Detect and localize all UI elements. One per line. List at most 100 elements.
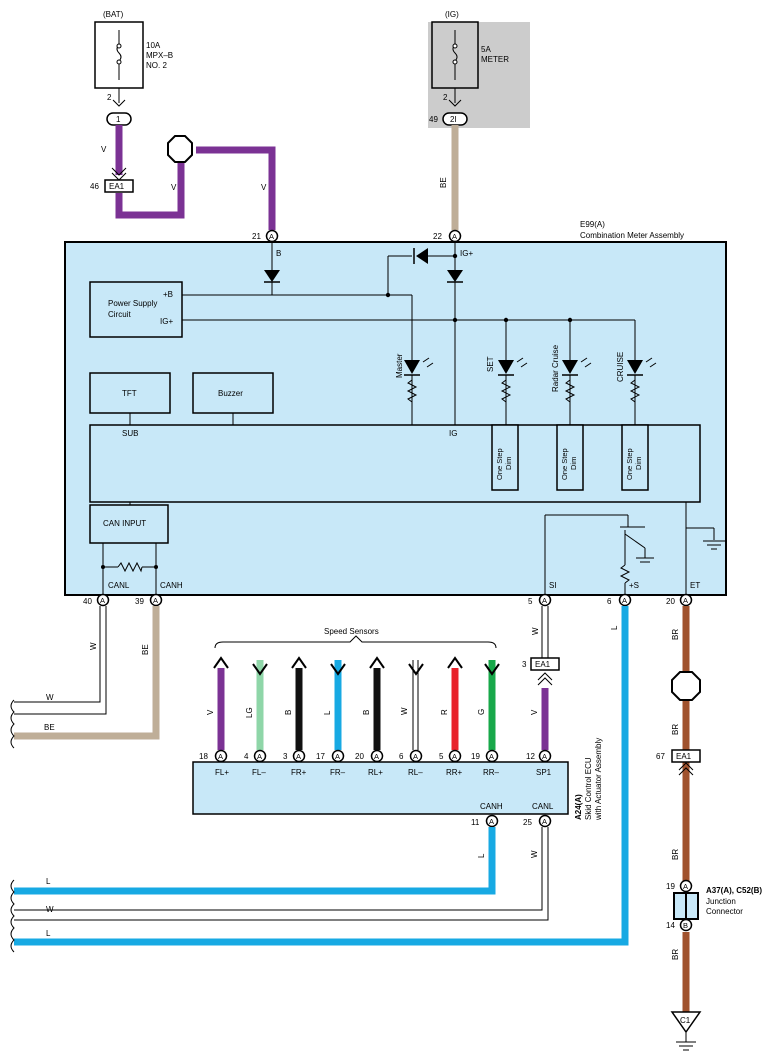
ecu-code: A24(A) (574, 794, 583, 820)
power-supply-circuit-box (89, 281, 183, 338)
meter-si-label: SI (549, 581, 557, 590)
svg-text:A: A (100, 596, 105, 605)
svg-text:V: V (206, 709, 215, 715)
svg-text:RL–: RL– (408, 768, 423, 777)
led-cruise-label: CRUISE (616, 352, 625, 382)
svg-text:A: A (683, 596, 688, 605)
psu-ig-label: IG+ (160, 317, 173, 326)
connector-ea1-top (104, 179, 134, 193)
ig-pin: 2 (443, 93, 448, 102)
ig-pin2: 49 (429, 115, 438, 124)
svg-text:R: R (440, 709, 449, 715)
svg-text:A: A (218, 752, 223, 761)
svg-text:RL+: RL+ (368, 768, 383, 777)
junction-octagon-right (671, 671, 701, 701)
dim2-line2: Dim (569, 457, 578, 470)
meter-et-label: ET (690, 581, 700, 590)
wire-beige-canh (14, 606, 160, 740)
wire-label-be2: BE (141, 644, 150, 655)
wire-white-si (541, 606, 549, 660)
one-step-dim-3: One Step Dim (621, 424, 649, 491)
svg-text:20: 20 (666, 597, 675, 606)
diode-ig (447, 270, 463, 282)
led-radar-cruise: Radar Cruise (551, 344, 592, 403)
svg-text:A: A (335, 752, 340, 761)
bat-fuse-name2: NO. 2 (146, 61, 167, 70)
junction-code: A37(A), C52(B) (706, 886, 762, 895)
meter-name: Combination Meter Assembly (580, 231, 684, 240)
svg-text:FL+: FL+ (215, 768, 229, 777)
meter-bottom-pins: 40 A 39 A 5 A 6 A 20 A (83, 593, 693, 607)
ground-icon-meter (703, 540, 725, 550)
ecu-name1: Skid Control ECU (584, 757, 593, 820)
psu-pb-label: +B (163, 290, 173, 299)
led-master: Master (395, 353, 434, 403)
svg-text:A: A (622, 596, 627, 605)
junction-conn-a: A (683, 882, 688, 891)
meter-pin-22: 22 (433, 232, 442, 241)
svg-text:12: 12 (526, 752, 535, 761)
wire-label-v2: V (171, 183, 177, 192)
diode-horizontal (416, 248, 428, 264)
ig-fuse-rating: 5A (481, 45, 491, 54)
one-step-dim-2: One Step Dim (556, 424, 584, 491)
buzzer-box (192, 372, 274, 414)
wire-label-br1: BR (671, 629, 680, 640)
wire-label-l-ps: L (610, 625, 619, 630)
svg-text:18: 18 (199, 752, 208, 761)
ea1-mid-num: 3 (522, 660, 527, 669)
svg-text:FR+: FR+ (291, 768, 307, 777)
svg-text:20: 20 (355, 752, 364, 761)
dim1-line2: Dim (504, 457, 513, 470)
ground-c1-label: C1 (680, 1016, 691, 1025)
tft-label: TFT (122, 389, 137, 398)
ig-label: IG (449, 429, 457, 438)
wire-label-w4: W (46, 905, 54, 914)
dim2-line1: One Step (560, 448, 569, 480)
led-radar-cruise-label: Radar Cruise (551, 344, 560, 392)
ea1-top-num: 46 (90, 182, 99, 191)
svg-text:6: 6 (399, 752, 404, 761)
ground-c1-icon (676, 1032, 696, 1051)
junction-name2: Connector (706, 907, 743, 916)
meter-pin-21: 21 (252, 232, 261, 241)
tft-box (89, 372, 171, 414)
ecu-canh-num: 11 (471, 818, 480, 827)
bat-pin: 2 (107, 93, 112, 102)
junction-octagon-top (167, 135, 193, 163)
ea1-right-num: 67 (656, 752, 665, 761)
connector-ea1-right (671, 749, 701, 763)
svg-text:FR–: FR– (330, 768, 346, 777)
ig-conn-label: 2I (450, 115, 457, 124)
dim3-line2: Dim (634, 457, 643, 470)
svg-text:A: A (542, 596, 547, 605)
wire-label-l3: L (46, 929, 51, 938)
svg-text:SP1: SP1 (536, 768, 552, 777)
svg-text:B: B (284, 710, 293, 715)
connector-ea1-mid (530, 657, 560, 671)
svg-text:A: A (374, 752, 379, 761)
break-left-2 (10, 879, 15, 953)
wire-label-l1: L (477, 853, 486, 858)
junction-pin-a: 19 (666, 882, 675, 891)
psu-label-1: Power Supply (108, 299, 157, 308)
can-input-label: CAN INPUT (103, 519, 146, 528)
wire-blue-ecu-canh (14, 827, 496, 895)
sensor-wires (213, 656, 500, 750)
wire-label-br2: BR (671, 724, 680, 735)
meter-conn-a1: A (269, 232, 274, 241)
junction-dots (101, 253, 573, 569)
ig-source-label: (IG) (445, 10, 459, 19)
svg-text:A: A (257, 752, 262, 761)
sensor-wire-labels: V LG B L B W R G (206, 707, 486, 718)
svg-text:LG: LG (245, 707, 254, 718)
svg-text:A: A (413, 752, 418, 761)
bat-fuse-name: MPX–B (146, 51, 173, 60)
wire-blue-ps (14, 606, 629, 946)
wire-label-v1: V (101, 145, 107, 154)
svg-text:A: A (153, 596, 158, 605)
ecu-top-pins: 18 A FL+ 4 A FL– 3 A FR+ 17 A FR– 20 A R… (199, 749, 552, 777)
svg-text:L: L (323, 710, 332, 715)
ig-fuse-name: METER (481, 55, 509, 64)
